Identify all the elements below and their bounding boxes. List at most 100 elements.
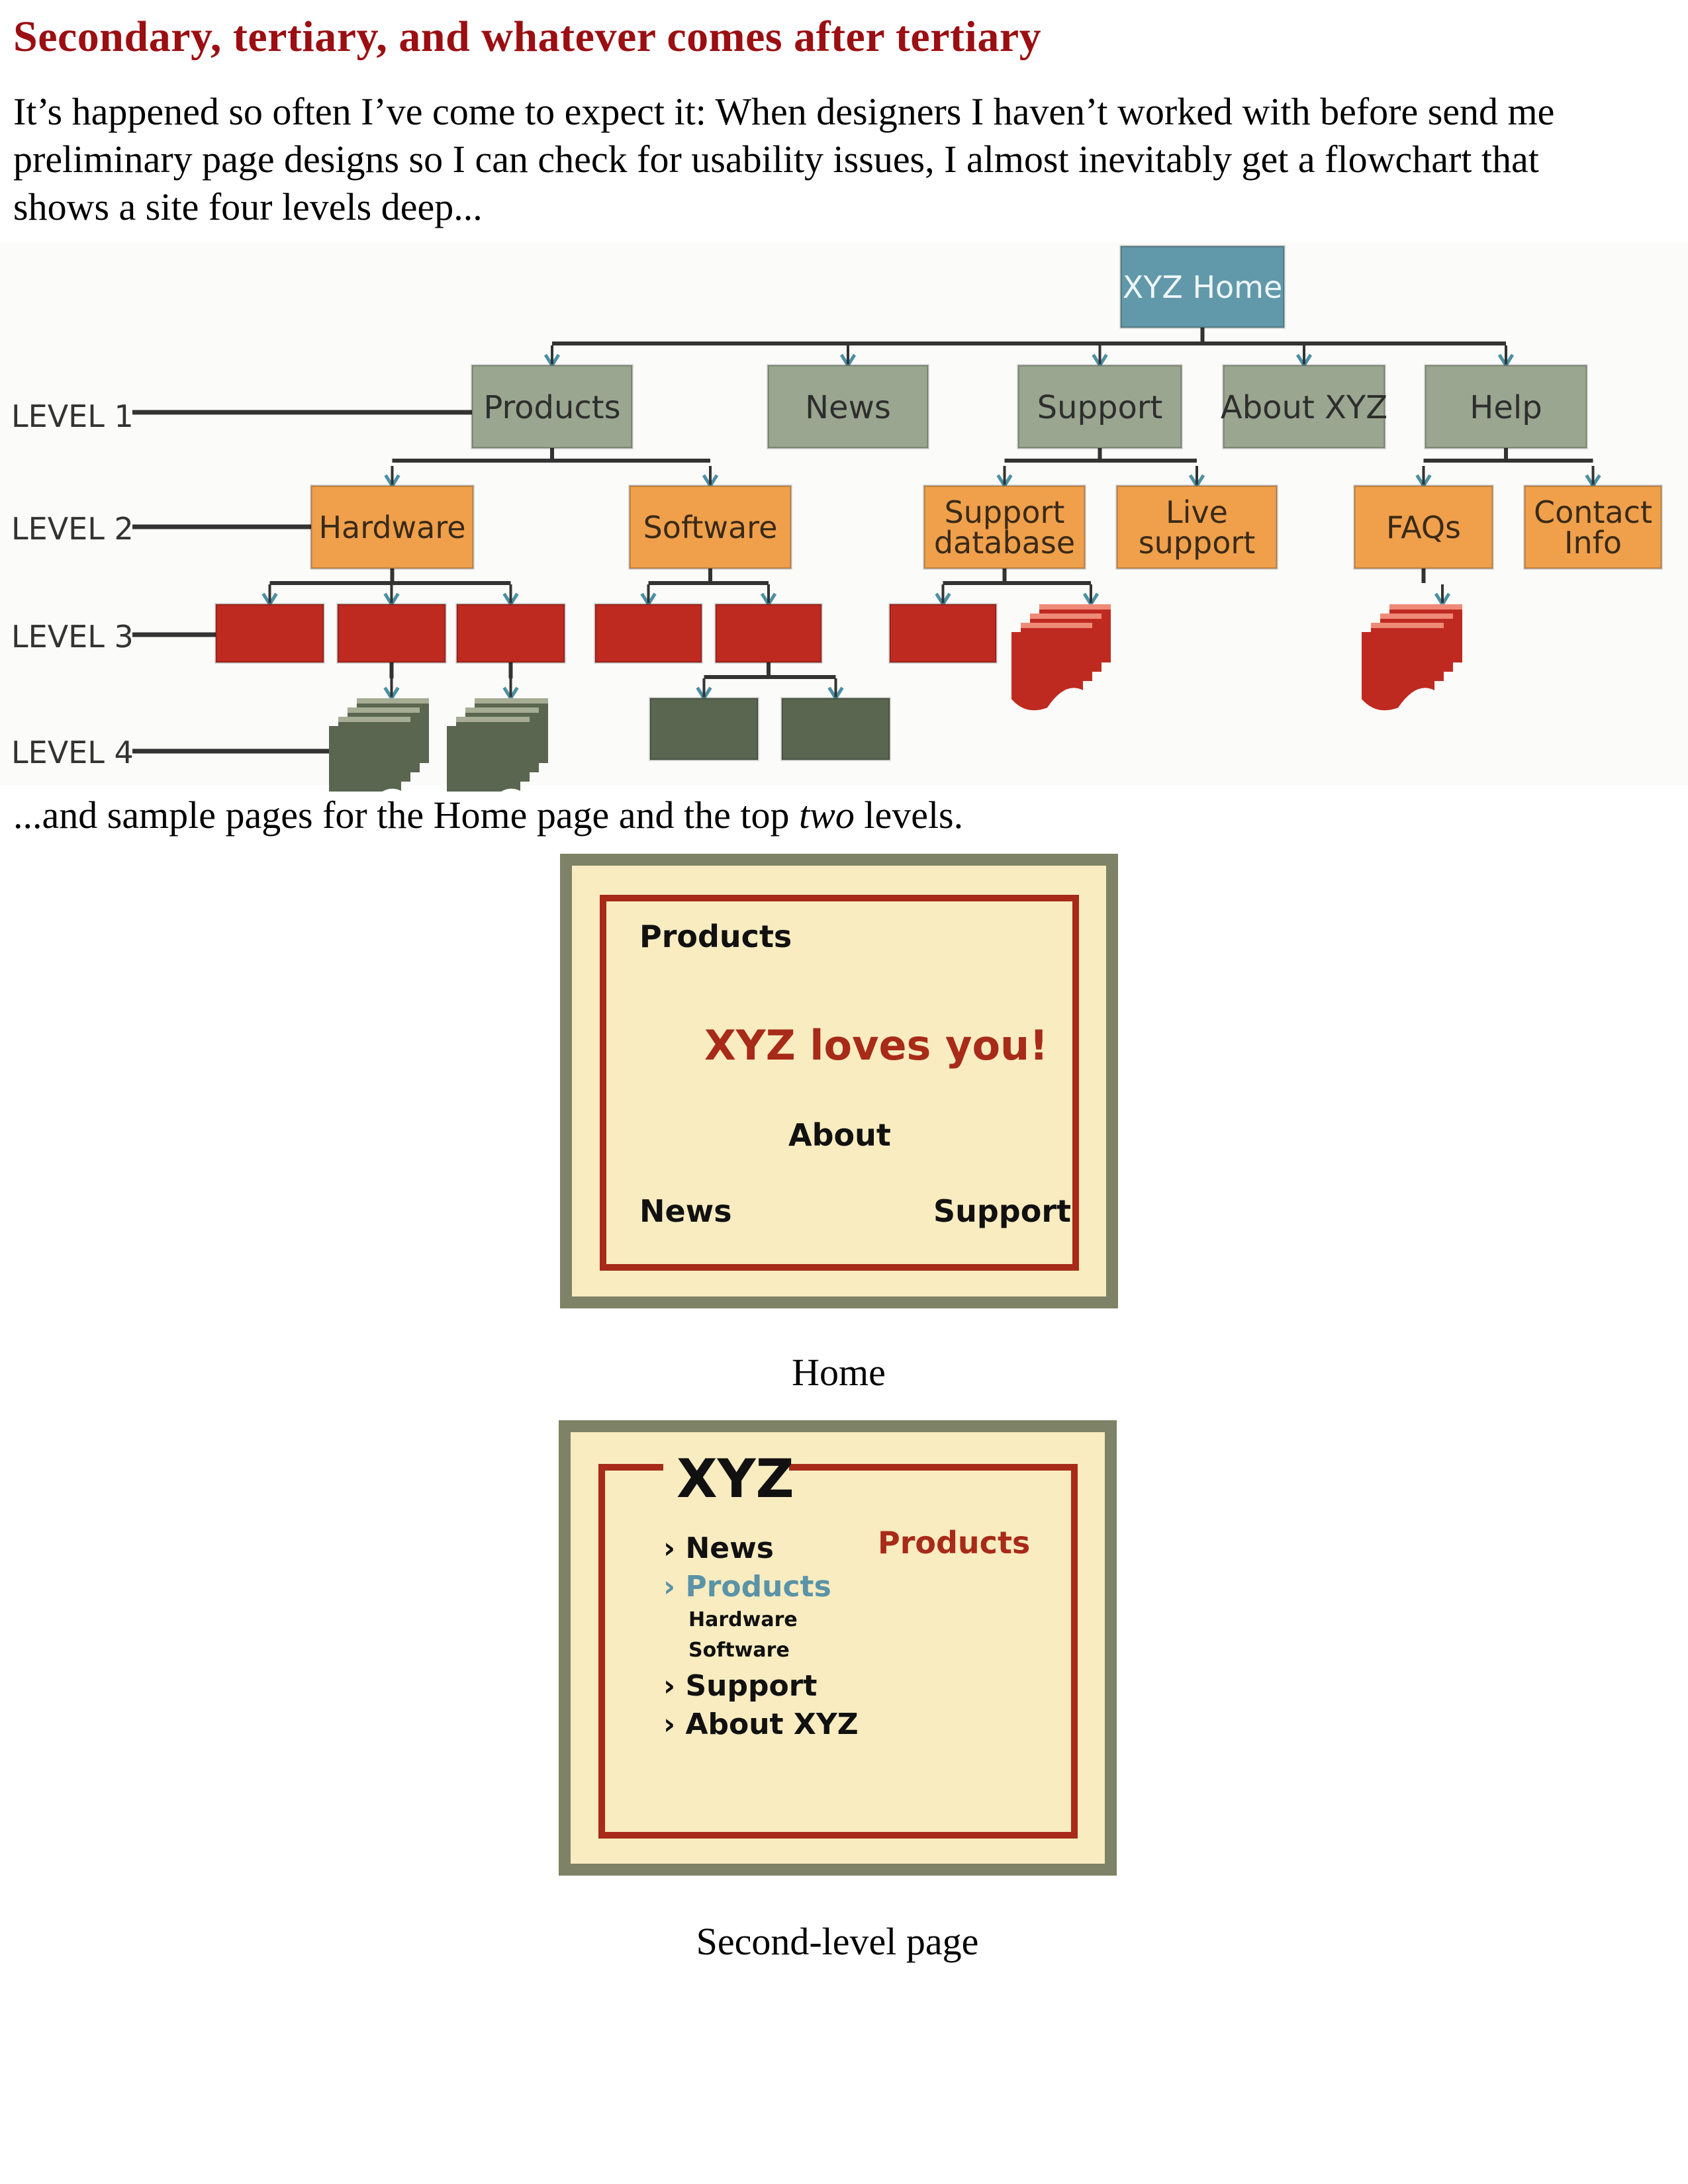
node-level1-2: Support [1017, 364, 1183, 449]
node-level3-stack-0 [1011, 604, 1111, 711]
node-level1-0-box [471, 364, 633, 449]
second-inner-frame [598, 1464, 1078, 1839]
home-tagline: XYZ loves you! [704, 1021, 1049, 1069]
nav-item-label: Hardware [688, 1608, 798, 1631]
node-level1-1: News [767, 364, 929, 449]
page-edge [1380, 614, 1453, 619]
second-level-caption: Second-level page [696, 1920, 979, 1963]
node-level2-0: Hardware [310, 484, 475, 570]
level-label-4: LEVEL 4 [11, 735, 134, 770]
node-level2-3-box [1115, 484, 1278, 570]
node-level2-3-label: support [1139, 525, 1256, 561]
nav-item-hardware[interactable]: Hardware [688, 1608, 798, 1631]
node-level4-page-0 [649, 697, 759, 761]
chevron-right-icon: › [663, 1570, 686, 1604]
level-label-3: LEVEL 3 [11, 619, 134, 655]
node-level1-0: Products [471, 364, 633, 449]
nav-item-about-xyz[interactable]: › About XYZ [663, 1707, 859, 1741]
node-level2-1: Software [628, 484, 792, 570]
page-sheet [329, 726, 401, 792]
level-label-2: LEVEL 2 [11, 511, 134, 547]
nav-item-products[interactable]: › Products [663, 1570, 831, 1604]
intro-line-2: preliminary page designs so I can check … [13, 138, 1539, 181]
node-level2-2-label: Support [945, 494, 1065, 530]
home-link-support[interactable]: Support [933, 1193, 1072, 1229]
node-level3-page-3 [594, 603, 703, 664]
nav-item-label: Software [688, 1639, 790, 1662]
intro-line-3: shows a site four levels deep... [13, 185, 483, 228]
nav-item-label: News [685, 1531, 774, 1565]
node-level2-5-box [1523, 484, 1663, 570]
followup-before: ...and sample pages for the Home page an… [13, 794, 800, 837]
page-edge [456, 717, 530, 722]
page-sheet [1362, 632, 1434, 711]
page-edge [1371, 623, 1444, 628]
logo-gap [663, 1452, 789, 1492]
second-logo: XYZ [677, 1448, 794, 1510]
node-level1-1-box [767, 364, 929, 449]
node-level1-3: About XYZ [1221, 364, 1387, 449]
node-level1-2-label: Support [1037, 389, 1163, 426]
node-level2-0-label: Hardware [318, 510, 465, 545]
node-level2-4: FAQs [1353, 484, 1494, 570]
node-level2-3-label: Live [1166, 494, 1228, 530]
nav-item-software[interactable]: Software [688, 1639, 790, 1662]
nav-item-support[interactable]: › Support [663, 1669, 817, 1703]
home-link-about[interactable]: About [788, 1117, 891, 1153]
node-level3-page-1-box [336, 603, 447, 664]
node-level1-3-box [1222, 364, 1386, 449]
node-level4-stack-1 [447, 698, 548, 792]
node-level3-page-4-box [714, 603, 823, 664]
node-level1-2-box [1017, 364, 1183, 449]
section-heading: Secondary, tertiary, and whatever comes … [13, 13, 1042, 61]
chevron-right-icon: › [663, 1669, 686, 1703]
connectors [132, 328, 1601, 754]
node-level2-0-box [310, 484, 475, 570]
chevron-right-icon: › [663, 1531, 686, 1565]
page-edge [1389, 604, 1462, 610]
page-edge [1021, 623, 1092, 628]
home-caption: Home [792, 1351, 886, 1394]
page-edge [357, 698, 429, 704]
followup-after: levels. [854, 794, 964, 837]
node-level3-page-4 [714, 603, 823, 664]
node-level4-page-0-box [649, 697, 759, 761]
node-level2-2-label: database [934, 525, 1075, 561]
node-level4-stack-0 [329, 698, 429, 792]
node-level3-page-2 [455, 603, 566, 664]
node-level3-page-0-box [214, 603, 325, 664]
second-page-heading: Products [878, 1525, 1031, 1561]
nav-item-label: Support [685, 1669, 818, 1703]
page-edge [1039, 604, 1111, 610]
page-edge [338, 717, 410, 722]
page-edge [465, 707, 539, 713]
node-xyz-home-label: XYZ Home [1123, 269, 1283, 305]
home-link-products[interactable]: Products [639, 919, 792, 954]
node-level2-4-label: FAQs [1386, 510, 1461, 545]
home-link-news[interactable]: News [639, 1193, 732, 1229]
node-level1-4-label: Help [1470, 389, 1542, 426]
node-level3-page-1 [336, 603, 447, 664]
nav-item-news[interactable]: › News [663, 1531, 774, 1565]
home-inner-frame [600, 895, 1079, 1271]
node-level2-5-label: Info [1564, 525, 1622, 561]
page-edge [1030, 614, 1102, 619]
chevron-right-icon: › [663, 1707, 686, 1741]
node-level3-page-2-box [455, 603, 566, 664]
node-level1-4-box [1424, 364, 1588, 449]
node-level1-4: Help [1424, 364, 1588, 449]
page-sheet [447, 726, 520, 792]
node-level1-1-label: News [805, 389, 891, 426]
home-page-mockup: Products XYZ loves you! About News Suppo… [560, 854, 1118, 1308]
node-level4-page-1 [780, 697, 891, 761]
node-level3-page-3-box [594, 603, 703, 664]
node-level2-1-label: Software [643, 510, 778, 545]
nav-item-label: About XYZ [685, 1707, 859, 1741]
node-level1-3-label: About XYZ [1221, 389, 1387, 426]
level-labels: LEVEL 1 LEVEL 2 LEVEL 3 LEVEL 4 [11, 398, 134, 770]
followup-text: ...and sample pages for the Home page an… [13, 796, 963, 835]
